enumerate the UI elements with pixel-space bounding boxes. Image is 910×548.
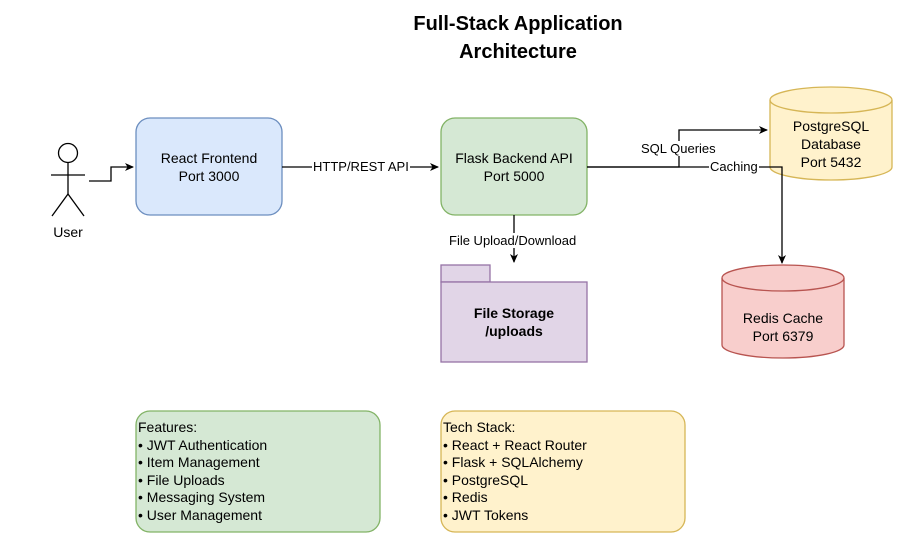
storage-name: File Storage xyxy=(473,305,555,321)
title-line-1: Full-Stack Application xyxy=(413,13,623,35)
page-title: Full-Stack Application Architecture xyxy=(368,10,668,66)
backend-port: Port 5000 xyxy=(483,167,545,184)
features-item: • File Uploads xyxy=(138,471,225,488)
user-actor-icon[interactable] xyxy=(51,142,85,217)
tech-stack-list: Tech Stack: • React + React Router • Fla… xyxy=(443,419,587,525)
tech-stack-item: • Flask + SQLAlchemy xyxy=(443,454,583,471)
features-heading: Features: xyxy=(138,419,198,435)
features-box xyxy=(135,410,381,533)
features-item: • Item Management xyxy=(138,454,260,471)
backend-label: Flask Backend API Port 5000 xyxy=(441,118,587,215)
title-line-2: Architecture xyxy=(459,41,577,63)
tech-stack-item: • Redis xyxy=(443,489,488,506)
tech-stack-heading: Tech Stack: xyxy=(443,419,516,435)
features-item: • JWT Authentication xyxy=(138,436,268,453)
tech-stack-box xyxy=(440,410,686,533)
edge-label-upload: File Upload/Download xyxy=(448,233,578,248)
tech-stack-item: • PostgreSQL xyxy=(443,471,529,488)
database-port: Port 5432 xyxy=(800,154,862,170)
storage-path: /uploads xyxy=(485,323,543,339)
frontend-port: Port 3000 xyxy=(178,167,240,184)
frontend-label: React Frontend Port 3000 xyxy=(136,118,282,215)
user-label-text: User xyxy=(53,224,83,240)
features-item: • User Management xyxy=(138,506,262,523)
backend-name: Flask Backend API xyxy=(455,149,573,166)
database-label: PostgreSQL Database Port 5432 xyxy=(770,116,892,172)
database-type: Database xyxy=(801,136,861,152)
tech-stack-item: • JWT Tokens xyxy=(443,506,529,523)
features-item: • Messaging System xyxy=(138,489,266,506)
edge-label-caching: Caching xyxy=(709,159,759,174)
edge-user-frontend xyxy=(89,163,134,182)
cache-name: Redis Cache xyxy=(742,310,824,326)
storage-label: File Storage /uploads xyxy=(441,282,587,362)
cache-node[interactable] xyxy=(721,264,845,359)
storage-node[interactable] xyxy=(440,264,588,363)
tech-stack-item: • React + React Router xyxy=(443,436,587,453)
edge-label-http: HTTP/REST API xyxy=(312,159,410,174)
features-list: Features: • JWT Authentication • Item Ma… xyxy=(138,419,267,525)
cache-label: Redis Cache Port 6379 xyxy=(722,302,844,352)
database-node[interactable] xyxy=(769,86,893,181)
edge-label-sql: SQL Queries xyxy=(640,141,717,156)
user-label: User xyxy=(38,222,98,242)
database-name: PostgreSQL xyxy=(792,118,870,134)
edge-backend-cache xyxy=(587,166,786,264)
frontend-name: React Frontend xyxy=(160,149,258,166)
cache-port: Port 6379 xyxy=(752,328,814,344)
